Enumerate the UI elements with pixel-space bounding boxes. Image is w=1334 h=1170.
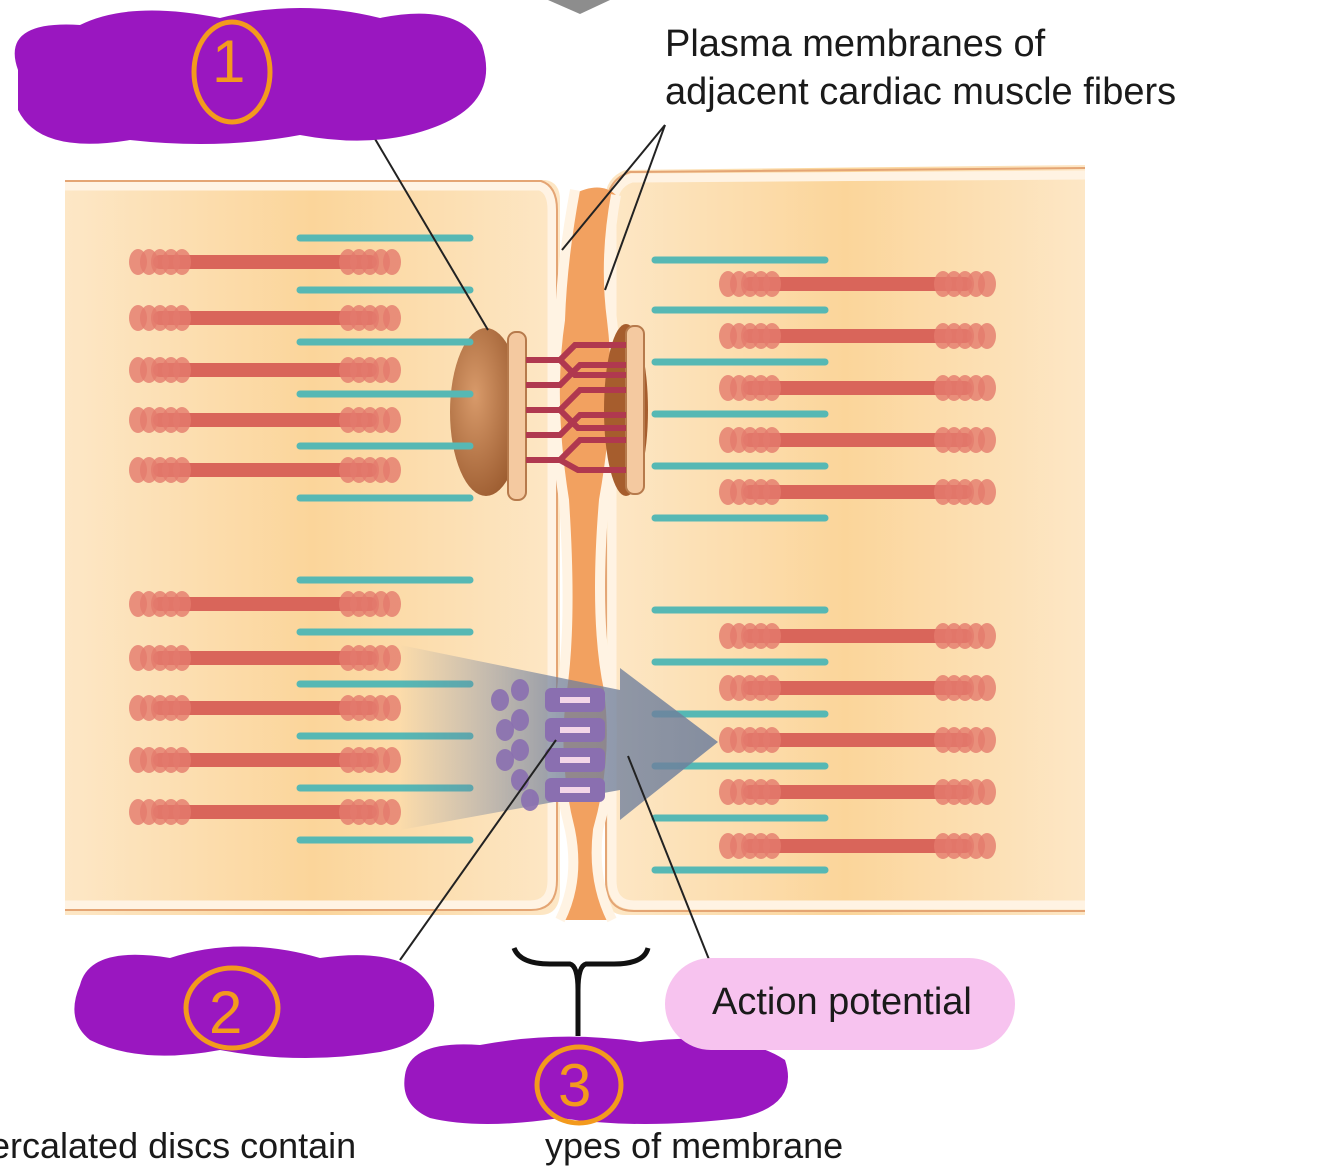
connexon — [496, 749, 514, 771]
intercalated-disc-diagram — [14, 0, 1086, 1126]
myosin-filament — [129, 457, 401, 483]
gap-junction — [491, 679, 605, 811]
myosin-filament — [719, 833, 996, 859]
leader-plasma-left — [561, 124, 666, 251]
myosin-filament — [719, 323, 996, 349]
plasma-membrane-label-line2: adjacent cardiac muscle fibers — [665, 71, 1177, 113]
myosin-filament — [129, 695, 401, 721]
connexon — [511, 769, 529, 791]
leader-2 — [399, 739, 557, 961]
myosin-filament — [129, 799, 401, 825]
right-fiber-membrane — [607, 170, 1086, 910]
redaction-2 — [74, 946, 435, 1059]
circle-3 — [534, 1044, 624, 1126]
circle-2 — [183, 965, 281, 1051]
desmosome-plate-right — [625, 325, 645, 495]
desmosome — [450, 324, 648, 501]
bottom-caption-left: ercalated discs contain — [0, 1125, 357, 1166]
bottom-caption-right: ypes of membrane — [545, 1125, 844, 1166]
annotation-circles — [183, 19, 624, 1126]
desmosome-plaque-left — [450, 328, 522, 496]
left-membrane-wave — [549, 189, 580, 923]
connexon — [511, 679, 529, 701]
top-arrow-fragment — [548, 0, 610, 14]
left-fiber-membrane-edge — [65, 180, 558, 911]
leader-action — [627, 755, 715, 973]
leader-lines — [364, 121, 715, 973]
bracket-3 — [511, 946, 651, 1036]
redactions — [14, 8, 788, 1124]
desmosome-plate-left — [507, 331, 527, 501]
connexon — [491, 689, 509, 711]
redaction-1 — [14, 8, 487, 144]
action-potential-label-bg — [665, 958, 1015, 1050]
action-potential-label: Action potential — [712, 981, 972, 1023]
myosin-filament — [129, 357, 401, 383]
leader-1 — [364, 121, 489, 331]
myosin-filament — [719, 375, 996, 401]
myosin-filament — [719, 727, 996, 753]
myosin-filament — [129, 407, 401, 433]
connexon — [511, 739, 529, 761]
right-membrane-wave — [591, 194, 621, 923]
myosin-filament — [129, 249, 401, 275]
left-fiber-membrane — [65, 181, 557, 910]
desmosome-links — [526, 342, 626, 473]
plasma-membrane-label: Plasma membranes of adjacent cardiac mus… — [665, 20, 1176, 116]
annotation-number-1: 1 — [212, 28, 246, 95]
redaction-3 — [404, 1036, 788, 1124]
myosin-filament — [129, 305, 401, 331]
annotation-number-2: 2 — [209, 979, 243, 1046]
circle-1 — [191, 19, 273, 125]
myosin-filament — [129, 591, 401, 617]
myosin-filament — [129, 645, 401, 671]
myosin-filament — [719, 675, 996, 701]
plasma-membrane-label-line1: Plasma membranes of — [665, 23, 1046, 65]
leader-plasma-right — [604, 124, 666, 291]
myosin-filament — [129, 747, 401, 773]
connexon — [496, 719, 514, 741]
connexon — [521, 789, 539, 811]
myofilaments — [129, 234, 996, 874]
connexon — [511, 709, 529, 731]
myosin-filament — [719, 271, 996, 297]
myosin-filament — [719, 779, 996, 805]
myosin-filament — [719, 623, 996, 649]
myosin-filament — [719, 427, 996, 453]
diagram-stage: Plasma membranes of adjacent cardiac mus… — [0, 0, 1176, 1166]
myosin-filament — [719, 479, 996, 505]
annotation-number-3: 3 — [558, 1052, 592, 1119]
